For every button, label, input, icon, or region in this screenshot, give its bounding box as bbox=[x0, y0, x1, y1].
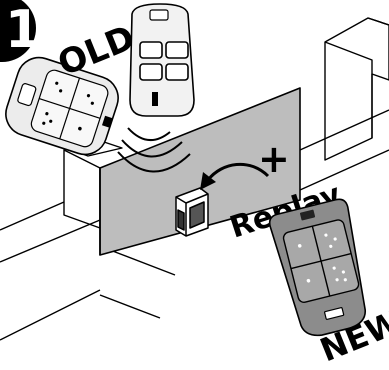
gate-receiver-box-icon bbox=[176, 188, 208, 236]
step-badge: 1 bbox=[0, 0, 41, 62]
plus-sign: + bbox=[258, 137, 290, 181]
plus-label: + bbox=[258, 137, 290, 181]
old-remote-top bbox=[130, 4, 194, 116]
step-number: 1 bbox=[5, 0, 41, 60]
